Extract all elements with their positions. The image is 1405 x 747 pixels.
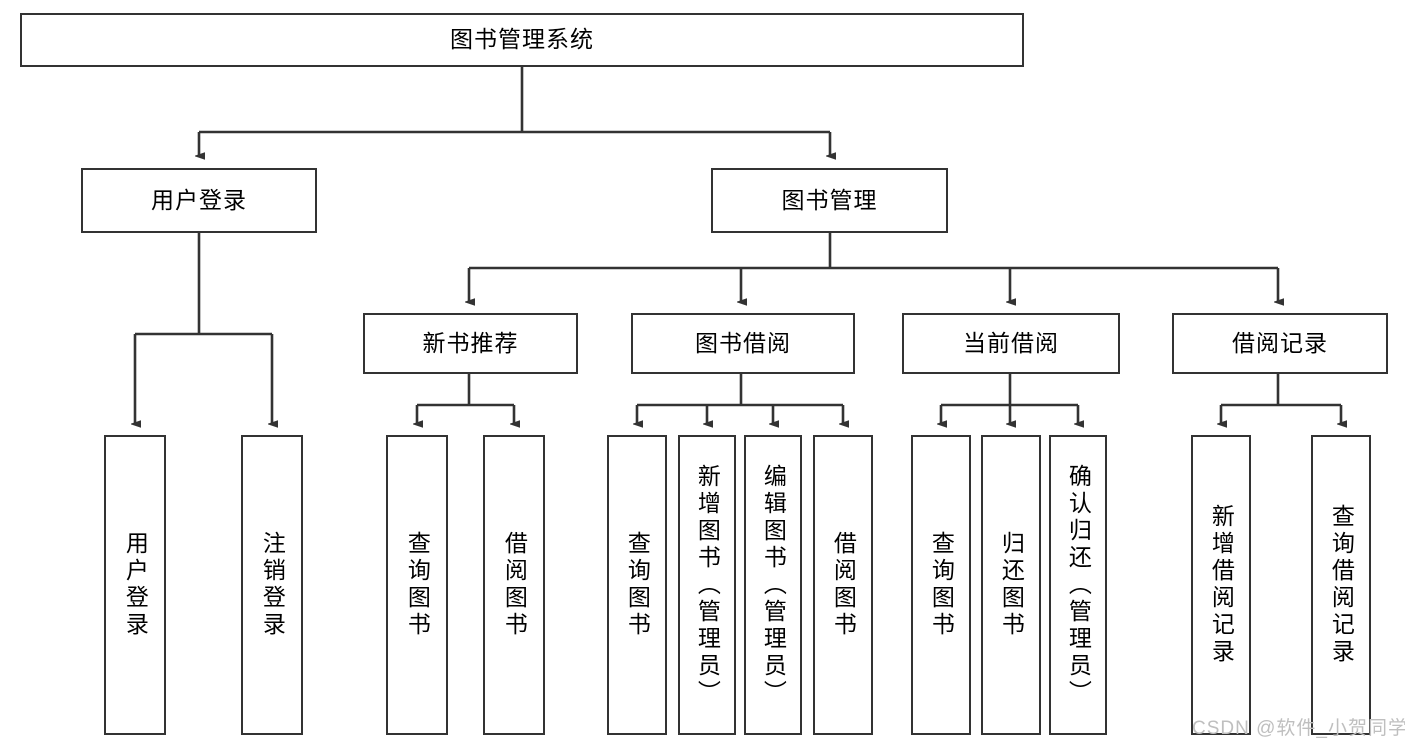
leaf-user-logout-label: 注销登录 — [259, 531, 286, 639]
node-book-borrow-label: 图书借阅 — [695, 329, 791, 356]
watermark: CSDN @软件_小贺同学 — [1192, 718, 1405, 739]
leaf-record-query-record[interactable]: 查询借阅记录 — [1311, 435, 1371, 735]
leaf-newbook-query-book[interactable]: 查询图书 — [386, 435, 448, 735]
leaf-newbook-query-book-label: 查询图书 — [404, 531, 431, 639]
leaf-user-login[interactable]: 用户登录 — [104, 435, 166, 735]
node-book-borrow[interactable]: 图书借阅 — [631, 313, 855, 374]
leaf-current-confirm-return[interactable]: 确认归还（管理员） — [1049, 435, 1107, 735]
node-current-borrow-label: 当前借阅 — [963, 329, 1059, 356]
node-root-label: 图书管理系统 — [450, 26, 594, 53]
leaf-newbook-borrow-book[interactable]: 借阅图书 — [483, 435, 545, 735]
node-book-management-label: 图书管理 — [781, 186, 878, 213]
leaf-borrow-borrow-book-label: 借阅图书 — [830, 531, 857, 639]
node-new-book-recommend-label: 新书推荐 — [422, 329, 519, 356]
leaf-current-query-book-label: 查询图书 — [928, 531, 955, 639]
leaf-borrow-add-book-label: 新增图书（管理员） — [694, 463, 721, 707]
leaf-user-login-label: 用户登录 — [122, 531, 149, 639]
node-user-login[interactable]: 用户登录 — [81, 168, 317, 233]
leaf-current-confirm-return-label: 确认归还（管理员） — [1065, 463, 1092, 707]
node-borrow-record-label: 借阅记录 — [1232, 329, 1328, 356]
leaf-borrow-borrow-book[interactable]: 借阅图书 — [813, 435, 873, 735]
leaf-record-add-record[interactable]: 新增借阅记录 — [1191, 435, 1251, 735]
leaf-borrow-add-book[interactable]: 新增图书（管理员） — [678, 435, 736, 735]
leaf-record-query-record-label: 查询借阅记录 — [1328, 504, 1355, 666]
leaf-borrow-edit-book[interactable]: 编辑图书（管理员） — [744, 435, 802, 735]
leaf-borrow-edit-book-label: 编辑图书（管理员） — [760, 463, 787, 707]
leaf-current-return-book[interactable]: 归还图书 — [981, 435, 1041, 735]
node-new-book-recommend[interactable]: 新书推荐 — [363, 313, 578, 374]
leaf-borrow-query-book[interactable]: 查询图书 — [607, 435, 667, 735]
node-borrow-record[interactable]: 借阅记录 — [1172, 313, 1388, 374]
leaf-current-return-book-label: 归还图书 — [998, 531, 1025, 639]
node-current-borrow[interactable]: 当前借阅 — [902, 313, 1120, 374]
node-root[interactable]: 图书管理系统 — [20, 13, 1024, 67]
leaf-record-add-record-label: 新增借阅记录 — [1208, 504, 1235, 666]
node-book-management[interactable]: 图书管理 — [711, 168, 948, 233]
leaf-newbook-borrow-book-label: 借阅图书 — [501, 531, 528, 639]
leaf-current-query-book[interactable]: 查询图书 — [911, 435, 971, 735]
node-user-login-label: 用户登录 — [151, 186, 247, 213]
leaf-user-logout[interactable]: 注销登录 — [241, 435, 303, 735]
leaf-borrow-query-book-label: 查询图书 — [624, 531, 651, 639]
